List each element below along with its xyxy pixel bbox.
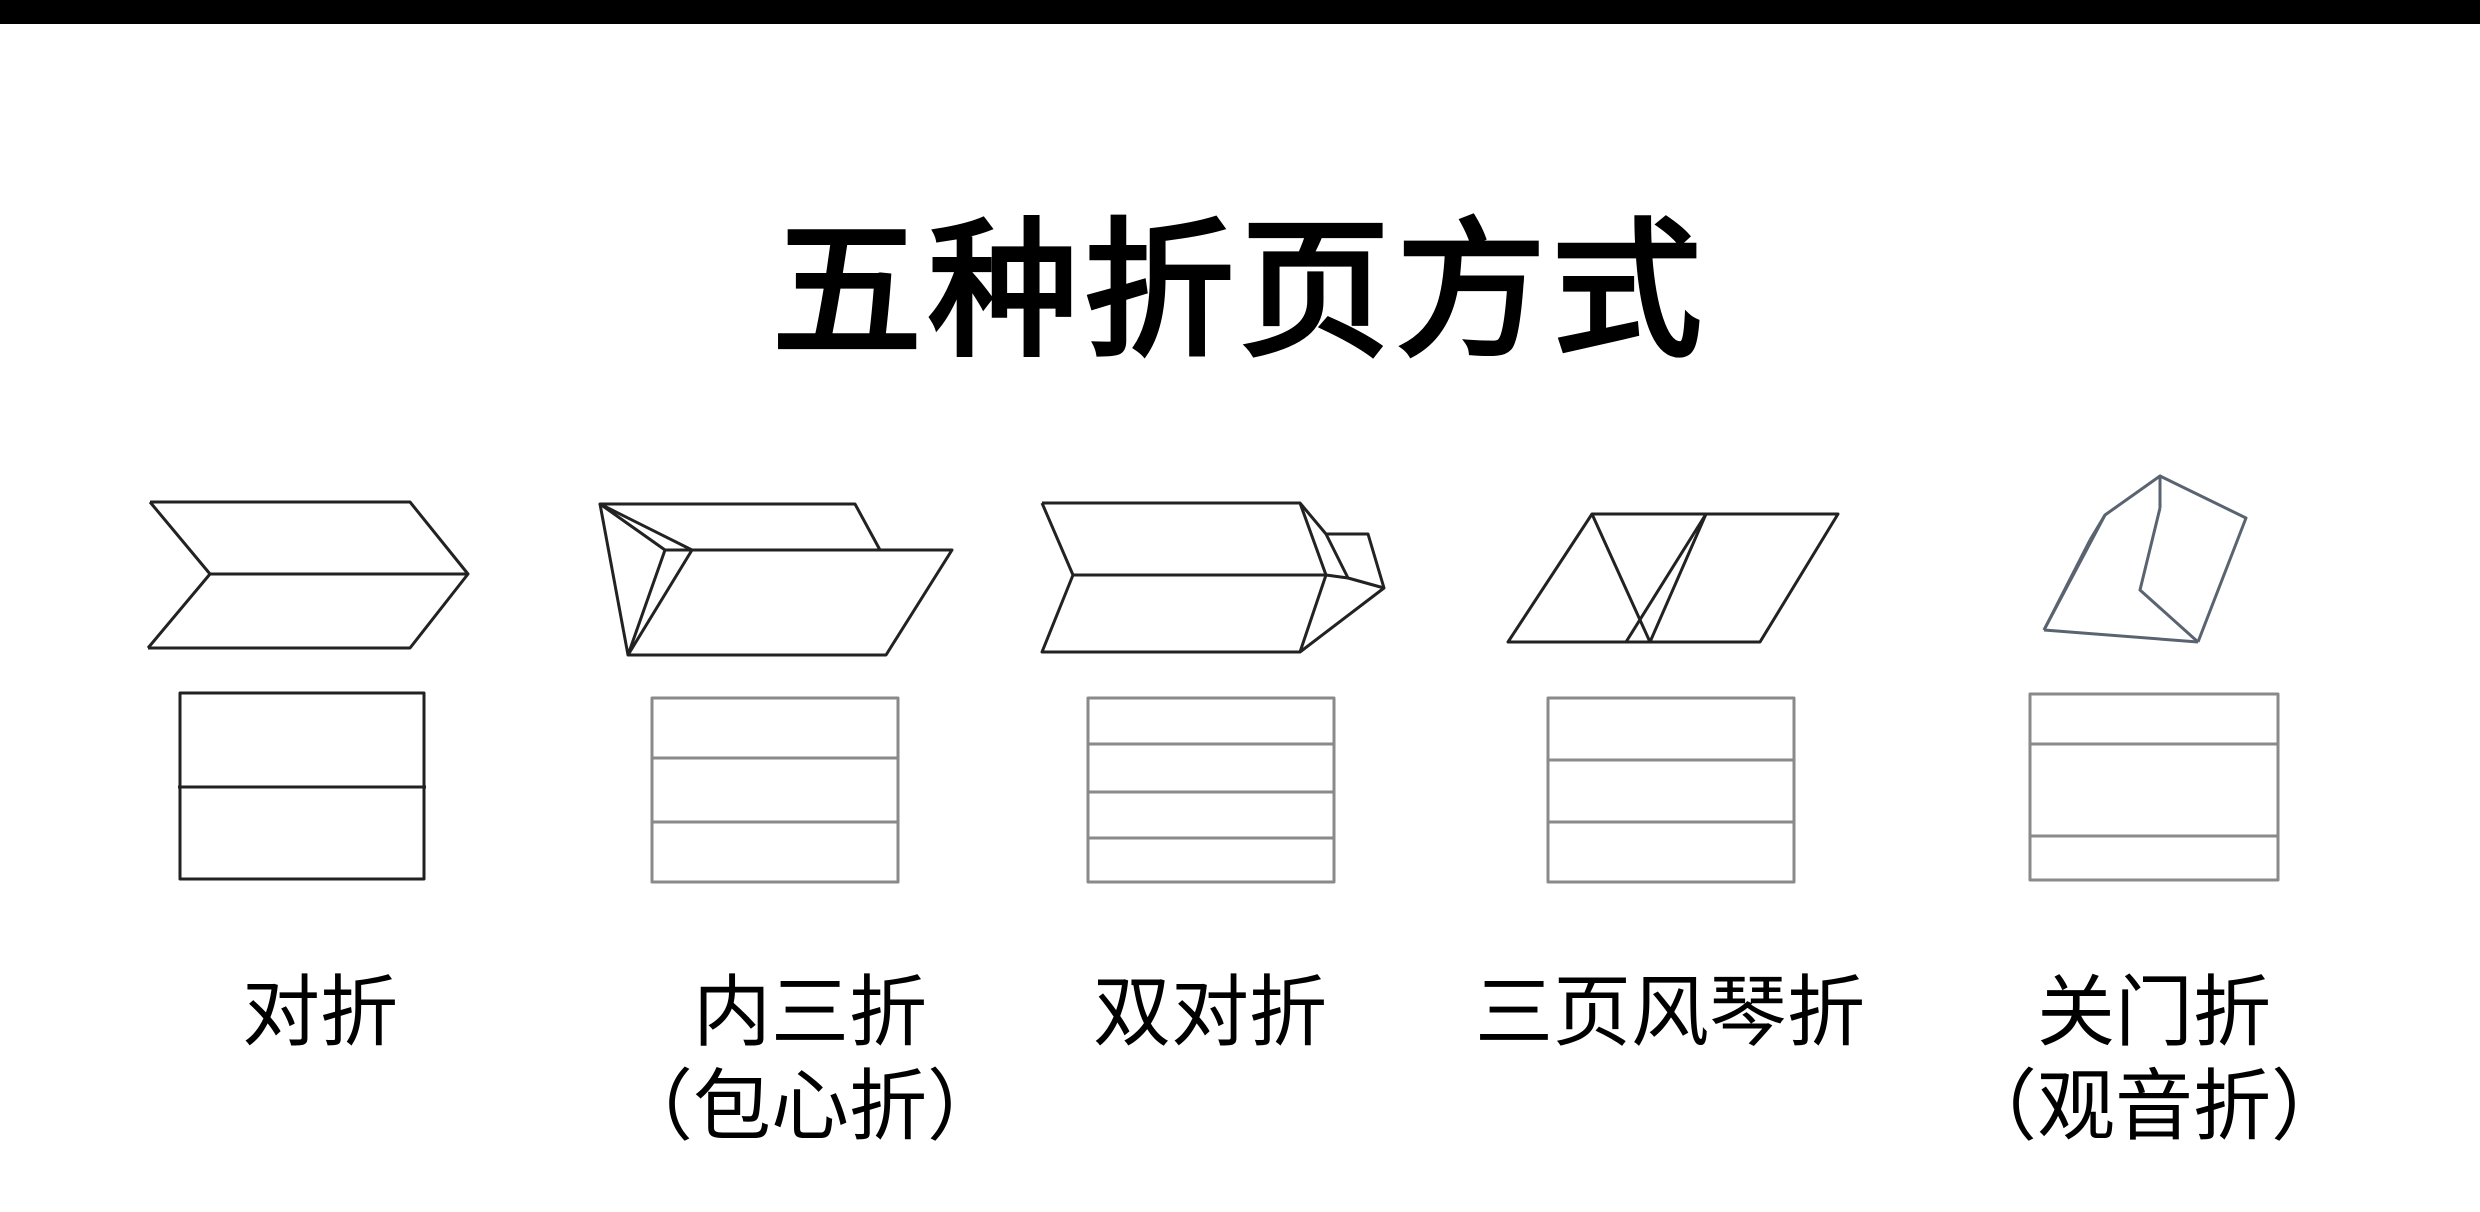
fold-label-accordion: 三页风琴折 bbox=[1450, 966, 1890, 1060]
gate-fold-illustration bbox=[2042, 474, 2248, 644]
top-bar bbox=[0, 0, 2480, 24]
half-fold-illustration bbox=[146, 500, 470, 650]
fold-label-letter: 内三折 （包心折） bbox=[610, 966, 1010, 1154]
letter-fold-panel-layout bbox=[650, 696, 900, 884]
gate-fold-panel-layout bbox=[2028, 692, 2280, 882]
fold-label-gate: 关门折 （观音折） bbox=[1934, 966, 2374, 1154]
fold-name: 关门折 bbox=[2036, 968, 2271, 1058]
fold-name: 三页风琴折 bbox=[1474, 968, 1865, 1058]
letter-fold-illustration bbox=[598, 502, 954, 657]
fold-name: 双对折 bbox=[1092, 968, 1327, 1058]
fold-label-double-parallel: 双对折 bbox=[1060, 966, 1360, 1060]
fold-subtitle: （包心折） bbox=[614, 1062, 1005, 1152]
double-parallel-fold-panel-layout bbox=[1086, 696, 1336, 884]
fold-name: 内三折 bbox=[692, 968, 927, 1058]
double-parallel-fold-illustration bbox=[1040, 501, 1386, 654]
half-fold-panel-layout bbox=[178, 691, 426, 881]
fold-label-half: 对折 bbox=[170, 966, 470, 1060]
accordion-fold-illustration bbox=[1506, 512, 1840, 644]
page-title: 五种折页方式 bbox=[771, 205, 1708, 379]
fold-subtitle: （观音折） bbox=[1958, 1062, 2349, 1152]
fold-name: 对折 bbox=[241, 968, 398, 1058]
accordion-fold-panel-layout bbox=[1546, 696, 1796, 884]
